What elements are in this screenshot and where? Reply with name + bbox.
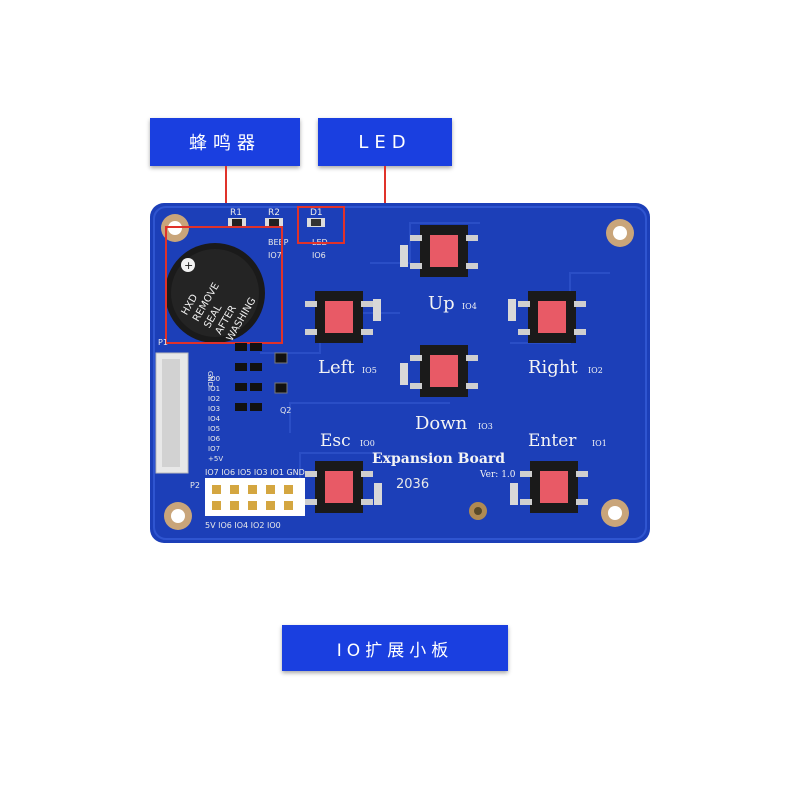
pin-header <box>205 478 305 516</box>
header-bottom-labels: 5V IO6 IO4 IO2 IO0 <box>205 521 281 530</box>
buzzer-plus-sign: + <box>184 259 193 272</box>
svg-text:IO7: IO7 <box>208 445 220 453</box>
button-enter <box>520 461 588 513</box>
beep-io-label: IO7 <box>268 251 282 260</box>
button-left <box>305 291 373 343</box>
button-esc <box>305 461 373 513</box>
svg-text:IO5: IO5 <box>208 425 220 433</box>
led-highlight-box <box>297 206 345 244</box>
button-left-label: Left <box>318 357 355 378</box>
header-top-labels: IO7 IO6 IO5 IO3 IO1 GND <box>205 468 305 477</box>
button-right-io: IO2 <box>588 366 603 375</box>
q2-label: Q2 <box>280 406 291 415</box>
buzzer-label: 蜂鸣器 <box>150 118 300 166</box>
svg-text:+5V: +5V <box>208 455 223 463</box>
svg-text:IO4: IO4 <box>208 415 221 423</box>
led-label: LED <box>318 118 452 166</box>
button-left-io: IO5 <box>362 366 377 375</box>
buzzer: + HXD REMOVE SEAL AFTER WASHING <box>165 243 265 343</box>
button-up-io: IO4 <box>462 302 477 311</box>
pcb-illustration: R1 R2 D1 BEEP IO7 LED IO6 + HXD REMOVE S… <box>150 203 650 543</box>
board-date-code: 2036 <box>396 477 429 492</box>
board-title: Expansion Board <box>372 451 505 467</box>
p2-label: P2 <box>190 481 200 490</box>
board-version: Ver: 1.0 <box>479 470 516 480</box>
button-esc-io: IO0 <box>360 439 375 448</box>
button-right-label: Right <box>528 357 578 378</box>
r2-label: R2 <box>268 208 280 218</box>
r1-label: R1 <box>230 208 242 218</box>
svg-text:IO0: IO0 <box>208 375 220 383</box>
expansion-board-photo: R1 R2 D1 BEEP IO7 LED IO6 + HXD REMOVE S… <box>150 203 650 543</box>
led-io-label: IO6 <box>312 251 326 260</box>
buzzer-leader-line <box>225 166 227 208</box>
button-enter-label: Enter <box>528 431 577 451</box>
caption-label: IO扩展小板 <box>282 625 508 671</box>
buzzer-highlight-box <box>165 226 283 344</box>
button-up <box>410 225 478 277</box>
button-down <box>410 345 478 397</box>
button-down-label: Down <box>415 413 468 434</box>
svg-text:IO1: IO1 <box>208 385 220 393</box>
button-down-io: IO3 <box>478 422 493 431</box>
button-enter-io: IO1 <box>592 439 607 448</box>
connector-pin-labels: GND IO0 IO1 IO2 IO3 IO4 IO5 IO6 IO7 +5V <box>206 371 223 463</box>
svg-text:IO3: IO3 <box>208 405 220 413</box>
svg-text:IO2: IO2 <box>208 395 220 403</box>
svg-text:IO6: IO6 <box>208 435 221 443</box>
button-up-label: Up <box>428 293 455 314</box>
button-right <box>518 291 586 343</box>
svg-text:GND: GND <box>206 371 214 387</box>
d1-label: D1 <box>310 208 323 218</box>
p1-label: P1 <box>158 338 168 347</box>
button-esc-label: Esc <box>320 431 351 451</box>
fpc-connector <box>155 352 189 474</box>
beep-label: BEEP <box>268 238 289 247</box>
led-leader-line <box>384 166 386 210</box>
